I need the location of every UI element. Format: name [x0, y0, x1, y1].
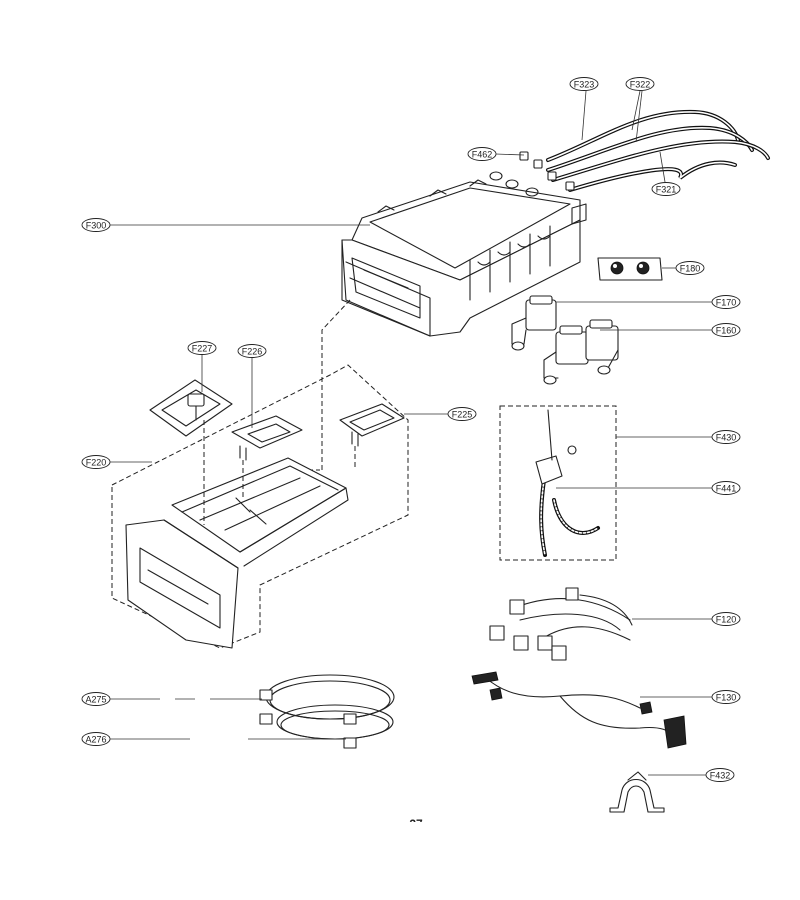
- cap-set: [597, 257, 663, 281]
- callout-f130: F130: [711, 690, 741, 704]
- label-f227: F227: [192, 344, 213, 354]
- callout-f300: F300: [81, 218, 111, 232]
- callout-f462: F462: [467, 147, 497, 161]
- label-f323: F323: [574, 80, 595, 90]
- cables: [259, 674, 395, 749]
- label-f300: F300: [86, 221, 107, 231]
- label-f432: F432: [710, 771, 731, 781]
- callout-f321: F321: [651, 182, 681, 196]
- callout-f430: F430: [711, 430, 741, 444]
- label-f441: F441: [716, 484, 737, 494]
- callout-f227: F227: [187, 341, 217, 355]
- label-f170: F170: [716, 298, 737, 308]
- drawer-caps: [149, 379, 405, 525]
- label-f130: F130: [716, 693, 737, 703]
- callout-a276: A276: [81, 732, 111, 746]
- label-f321: F321: [656, 185, 677, 195]
- harness-f130: [471, 671, 687, 749]
- callout-f432: F432: [705, 768, 735, 782]
- callout-f170: F170: [711, 295, 741, 309]
- label-f226: F226: [242, 347, 263, 357]
- label-f180: F180: [680, 264, 701, 274]
- label-f120: F120: [716, 615, 737, 625]
- label-f322: F322: [630, 80, 651, 90]
- label-f225: F225: [452, 410, 473, 420]
- callout-f323: F323: [569, 77, 599, 91]
- label-a276: A276: [85, 735, 106, 745]
- dispenser-housing: [341, 171, 587, 337]
- drain-hose-assembly: [499, 405, 617, 561]
- inlet-valves: [511, 295, 619, 385]
- callout-f120: F120: [711, 612, 741, 626]
- hose-guide: [609, 771, 665, 813]
- callout-f441: F441: [711, 481, 741, 495]
- leader-lines: [110, 90, 712, 776]
- callout-f225: F225: [447, 407, 477, 421]
- wire-harness: [489, 587, 633, 661]
- callout-f322: F322: [625, 77, 655, 91]
- callout-f220: F220: [81, 455, 111, 469]
- label-f160: F160: [716, 326, 737, 336]
- label-a275: A275: [85, 695, 106, 705]
- label-f462: F462: [472, 150, 493, 160]
- label-f430: F430: [716, 433, 737, 443]
- callout-a275: A275: [81, 692, 111, 706]
- callout-f180: F180: [675, 261, 705, 275]
- callout-f226: F226: [237, 344, 267, 358]
- label-f220: F220: [86, 458, 107, 468]
- drawer-assembly: [111, 364, 409, 649]
- inlet-hoses: [519, 109, 770, 192]
- callout-f160: F160: [711, 323, 741, 337]
